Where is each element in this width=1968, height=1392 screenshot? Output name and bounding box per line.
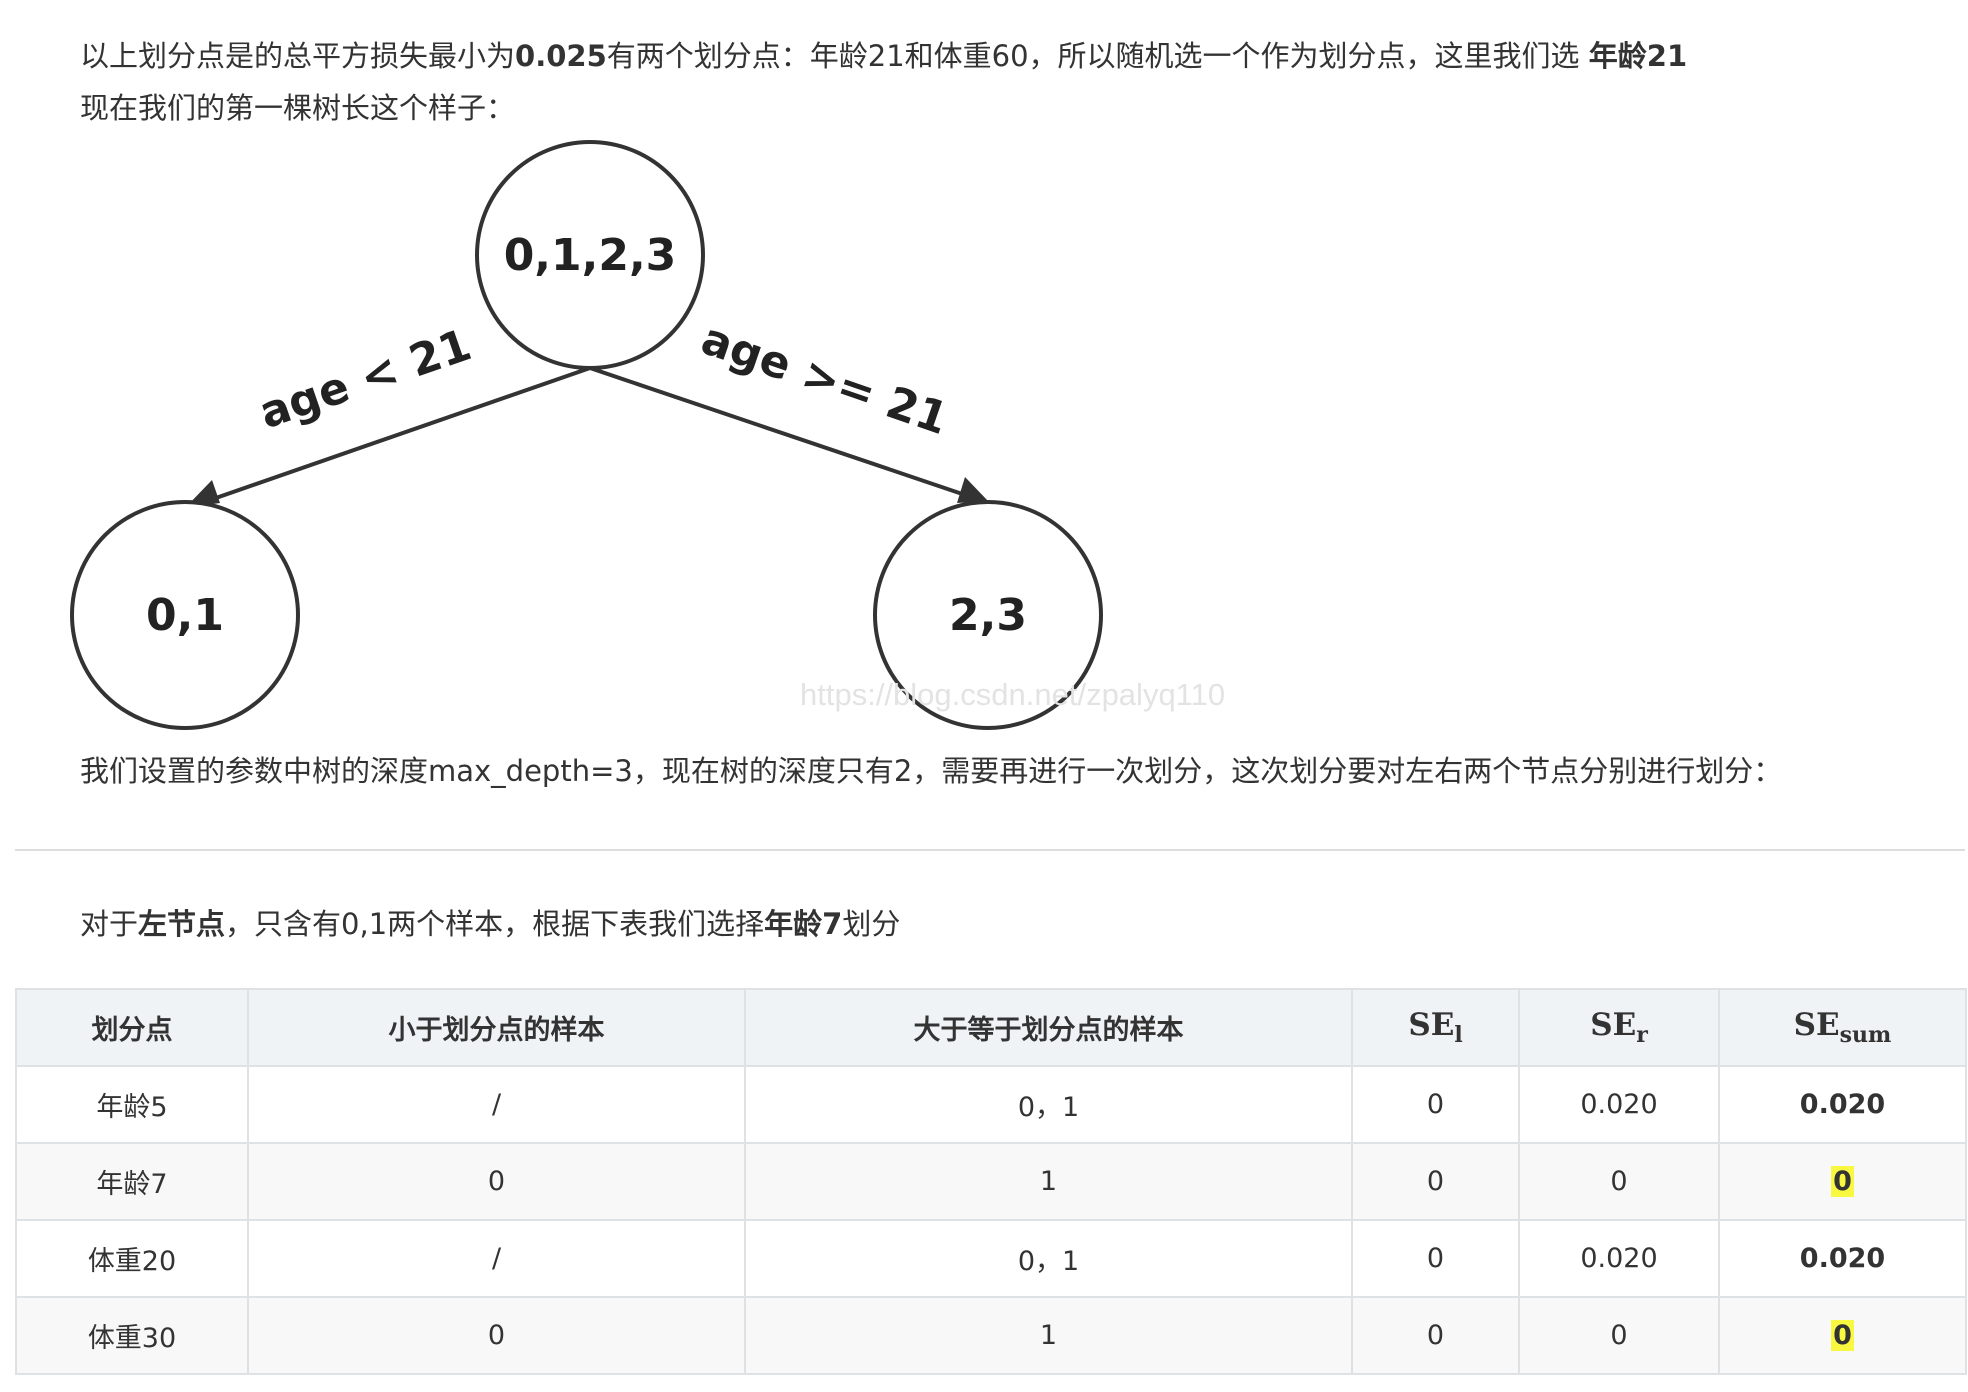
cell-split: 体重30 [15,1296,249,1375]
cell-se-l: 0 [1351,1296,1520,1375]
table-header-row: 划分点 小于划分点的样本 大于等于划分点的样本 SEl SEr SEsum [15,988,1967,1067]
highlighted-min-value: 0 [1831,1166,1854,1197]
cell-split: 年龄5 [15,1065,249,1144]
left-node-paragraph: 对于左节点，只含有0,1两个样本，根据下表我们选择年龄7划分 [80,898,900,950]
cell-se-sum: 0.020 [1718,1219,1967,1298]
cell-se-r: 0 [1518,1296,1720,1375]
depth-paragraph: 我们设置的参数中树的深度max_depth=3，现在树的深度只有2，需要再进行一… [80,754,1783,788]
cell-greater: 1 [744,1142,1353,1221]
cell-less: / [247,1219,746,1298]
summary-text-2: 有两个划分点：年龄21和体重60，所以随机选一个作为划分点，这里我们选 [606,39,1589,73]
header-se-sum: SEsum [1718,988,1967,1067]
left-node-text-3: 划分 [842,907,901,941]
highlighted-min-value: 0 [1831,1320,1854,1351]
cell-less: 0 [247,1142,746,1221]
header-less: 小于划分点的样本 [247,988,746,1067]
table-row: 体重30 0 1 0 0 0 [15,1296,1967,1375]
cell-se-sum: 0 [1718,1142,1967,1221]
summary-paragraph: 以上划分点是的总平方损失最小为0.025有两个划分点：年龄21和体重60，所以随… [80,30,1687,82]
watermark: https://blog.csdn.net/zpalyq110 [800,677,1226,712]
header-se-r: SEr [1518,988,1720,1067]
root-node [475,140,705,370]
cell-less: / [247,1065,746,1144]
cell-se-l: 0 [1351,1142,1520,1221]
table-row: 年龄7 0 1 0 0 0 [15,1142,1967,1221]
right-edge-label: age >= 21 [695,313,954,445]
cell-greater: 1 [744,1296,1353,1375]
cell-se-r: 0.020 [1518,1065,1720,1144]
left-node-text-1: 对于 [80,907,139,941]
left-node-text-2: ，只含有0,1两个样本，根据下表我们选择 [225,907,765,941]
cell-greater: 0，1 [744,1065,1353,1144]
right-child-node [873,500,1103,730]
right-arrowhead [957,477,988,503]
left-node-emph: 左节点 [138,907,226,941]
cell-split: 体重20 [15,1219,249,1298]
table-row: 年龄5 / 0，1 0 0.020 0.020 [15,1065,1967,1144]
cell-se-r: 0 [1518,1142,1720,1221]
tree-intro-paragraph: 现在我们的第一棵树长这个样子： [80,91,516,125]
first-tree-diagram: 0,1,2,3 0,1 2,3 age < 21 age >= 21 [70,140,1103,730]
table-row: 体重20 / 0，1 0 0.020 0.020 [15,1219,1967,1298]
chosen-split: 年龄21 [1588,39,1688,73]
right-child-label: 2,3 [949,590,1027,641]
cell-se-sum: 0 [1718,1296,1967,1375]
header-split: 划分点 [15,988,249,1067]
min-loss-value: 0.025 [515,39,607,73]
left-child-label: 0,1 [146,590,224,641]
header-se-l: SEl [1351,988,1520,1067]
left-edge-label: age < 21 [253,319,477,439]
left-child-node [70,500,300,730]
cell-se-r: 0.020 [1518,1219,1720,1298]
left-node-split: 年龄7 [764,907,843,941]
cell-se-l: 0 [1351,1065,1520,1144]
cell-se-l: 0 [1351,1219,1520,1298]
split-table: 划分点 小于划分点的样本 大于等于划分点的样本 SEl SEr SEsum 年龄… [15,988,1967,1375]
section-divider [15,849,1965,851]
left-edge-arrow [189,366,591,509]
summary-text-1: 以上划分点是的总平方损失最小为 [80,39,516,73]
cell-se-sum: 0.020 [1718,1065,1967,1144]
right-edge-arrow [589,366,981,502]
cell-less: 0 [247,1296,746,1375]
cell-split: 年龄7 [15,1142,249,1221]
root-node-label: 0,1,2,3 [504,230,677,281]
header-greater: 大于等于划分点的样本 [744,988,1353,1067]
cell-greater: 0，1 [744,1219,1353,1298]
